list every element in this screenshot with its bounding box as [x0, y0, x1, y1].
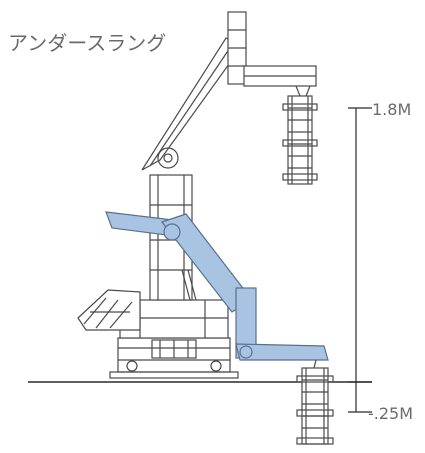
dimension-label-lower: -.25M: [368, 404, 413, 423]
undercarriage: [109, 337, 239, 379]
upper-boom: [141, 37, 243, 171]
dimension-label-upper: 1.8M: [372, 100, 411, 119]
upper-jib: [243, 65, 317, 97]
upper-basket: [282, 95, 318, 185]
outrigger: [77, 289, 141, 331]
lower-basket: [296, 359, 334, 445]
underslung-arm: [105, 211, 329, 361]
diagram-title: アンダースラング: [8, 31, 166, 55]
dimension-scale: [348, 107, 372, 413]
crane-machine: [77, 11, 318, 379]
top-mast: [227, 11, 247, 85]
